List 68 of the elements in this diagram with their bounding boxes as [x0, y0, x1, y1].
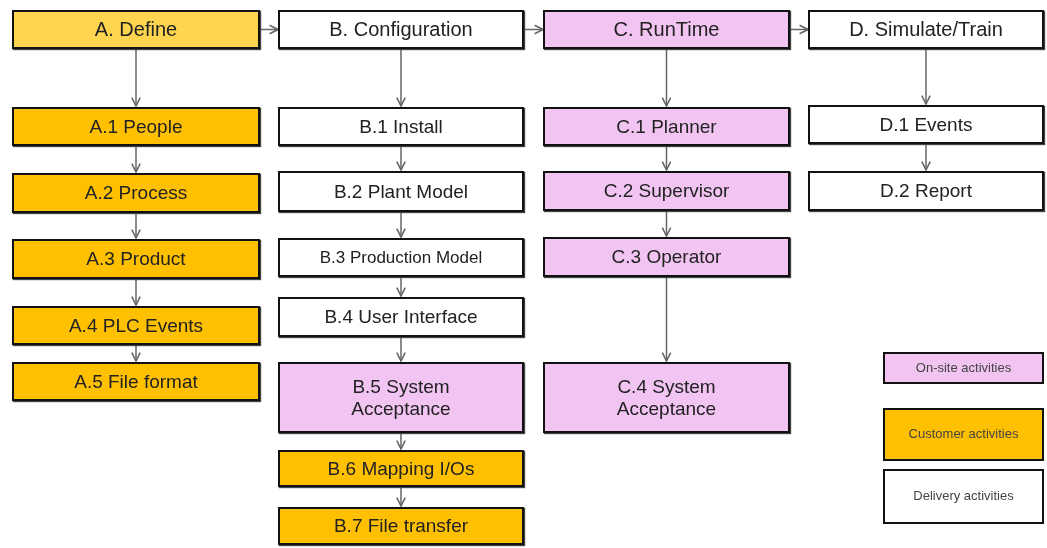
arrow — [259, 24, 279, 35]
process-box — [278, 362, 524, 433]
arrow — [921, 144, 931, 171]
box-label: A.4 PLC Events — [68, 314, 204, 337]
box-label: A.3 Product — [86, 248, 186, 270]
process-box — [278, 297, 524, 337]
arrow — [131, 345, 141, 362]
box-label: D. Simulate/Train — [849, 18, 1003, 41]
arrow — [661, 146, 672, 171]
arrow — [661, 211, 672, 237]
process-box — [278, 450, 524, 487]
process-box — [543, 237, 790, 277]
box-label: C.3 Operator — [611, 246, 722, 268]
arrow — [131, 49, 141, 107]
box-label: B.1 Install — [359, 115, 443, 138]
arrow — [661, 277, 672, 362]
box-label: A. Define — [94, 18, 178, 41]
arrow — [131, 146, 141, 173]
process-box — [12, 239, 260, 279]
box-label: B. Configuration — [329, 18, 473, 41]
box-label: C.1 Planner — [616, 115, 717, 138]
process-box — [808, 10, 1044, 49]
arrow — [789, 24, 809, 35]
box-label: C.2 Supervisor — [603, 180, 730, 202]
arrow — [661, 49, 672, 107]
process-box — [543, 171, 790, 211]
arrow — [396, 337, 406, 362]
process-box — [808, 105, 1044, 144]
process-box — [278, 107, 524, 146]
process-box — [12, 173, 260, 213]
box-label: B.4 User Interface — [324, 306, 478, 328]
box-label: B.5 System Acceptance — [350, 375, 452, 420]
process-box — [278, 238, 524, 277]
process-box — [12, 306, 260, 345]
box-label: A.1 People — [89, 115, 183, 138]
legend-label: Customer activities — [907, 427, 1020, 442]
process-box — [543, 362, 790, 433]
arrow — [396, 487, 406, 507]
arrow — [523, 24, 544, 35]
box-label: B.3 Production Model — [319, 247, 483, 268]
process-box — [278, 507, 524, 545]
legend-label: Delivery activities — [912, 489, 1015, 504]
box-label: D.2 Report — [880, 180, 972, 202]
process-box — [12, 362, 260, 401]
box-label: C. RunTime — [613, 18, 720, 41]
arrow — [131, 279, 141, 306]
arrow — [396, 433, 406, 450]
arrow — [396, 212, 406, 238]
process-box — [12, 10, 260, 49]
process-box — [543, 107, 790, 146]
arrow — [131, 213, 141, 239]
box-label: B.6 Mapping I/Os — [327, 457, 475, 480]
process-box — [278, 171, 524, 212]
box-label: C.4 System Acceptance — [615, 375, 718, 420]
process-box — [543, 10, 790, 49]
arrow — [396, 49, 406, 107]
box-label: B.2 Plant Model — [333, 180, 469, 203]
arrow — [921, 49, 931, 105]
box-label: B.7 File transfer — [333, 515, 469, 537]
arrow — [396, 146, 406, 171]
process-box — [808, 171, 1044, 211]
box-label: D.1 Events — [879, 113, 973, 136]
process-box — [12, 107, 260, 146]
process-box — [278, 10, 524, 49]
box-label: A.5 File format — [74, 370, 198, 393]
legend-label: On-site activities — [914, 360, 1013, 376]
arrow — [396, 277, 406, 297]
box-label: A.2 Process — [84, 182, 188, 204]
